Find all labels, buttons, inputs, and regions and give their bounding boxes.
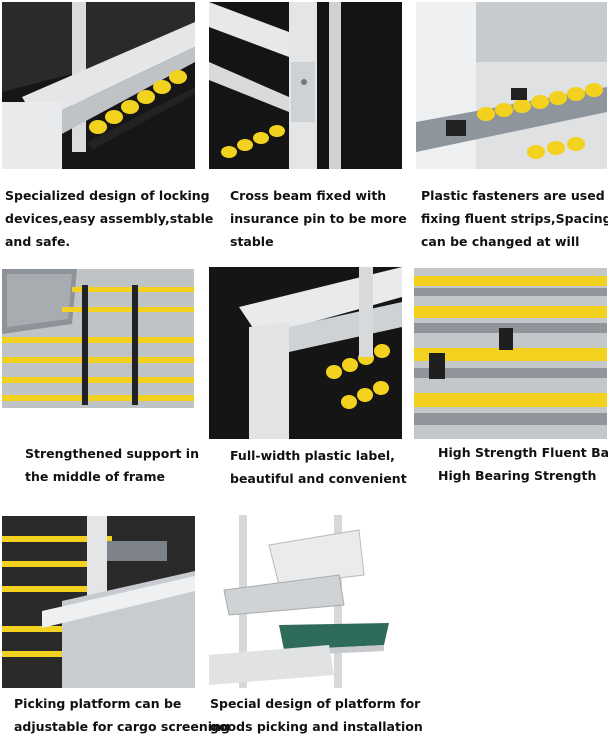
caption-locking-device: Specialized design of locking devices,ea…: [5, 184, 213, 253]
caption-line: insurance pin to be more: [230, 211, 407, 226]
caption-plastic-fasteners: Plastic fasteners are used for fixing fl…: [421, 184, 608, 253]
photo-platform-design: [209, 515, 402, 688]
caption-fluent-bar: High Strength Fluent Bar, High Bearing S…: [438, 441, 608, 487]
caption-plastic-label: Full-width plastic label, beautiful and …: [230, 444, 407, 490]
caption-line: and safe.: [5, 234, 71, 249]
photo-fluent-bar: [414, 268, 607, 439]
caption-picking-platform: Picking platform can be adjustable for c…: [14, 692, 230, 738]
caption-line: Full-width plastic label,: [230, 448, 395, 463]
caption-line: High Strength Fluent Bar,: [438, 445, 608, 460]
caption-line: Strengthened support in: [25, 446, 199, 461]
caption-platform-design: Special design of platform for goods pic…: [210, 692, 423, 738]
caption-middle-support: Strengthened support in the middle of fr…: [25, 442, 199, 488]
caption-line: Special design of platform for: [210, 696, 421, 711]
caption-line: can be changed at will: [421, 234, 580, 249]
caption-line: Specialized design of locking: [5, 188, 210, 203]
photo-plastic-label: [209, 267, 402, 439]
caption-line: Cross beam fixed with: [230, 188, 387, 203]
caption-line: adjustable for cargo screening: [14, 719, 230, 734]
photo-middle-support: [2, 269, 194, 408]
photo-locking-device: [2, 2, 195, 169]
caption-line: Plastic fasteners are used for: [421, 188, 608, 203]
caption-line: fixing fluent strips,Spacing: [421, 211, 608, 226]
caption-line: beautiful and convenient: [230, 471, 407, 486]
photo-picking-platform: [2, 516, 195, 688]
caption-line: devices,easy assembly,stable: [5, 211, 214, 226]
caption-line: the middle of frame: [25, 469, 165, 484]
photo-cross-beam: [209, 2, 402, 169]
caption-line: goods picking and installation: [210, 719, 423, 734]
caption-cross-beam: Cross beam fixed with insurance pin to b…: [230, 184, 407, 253]
caption-line: High Bearing Strength: [438, 468, 597, 483]
photo-plastic-fasteners: [416, 2, 607, 169]
caption-line: Picking platform can be: [14, 696, 182, 711]
caption-line: stable: [230, 234, 274, 249]
